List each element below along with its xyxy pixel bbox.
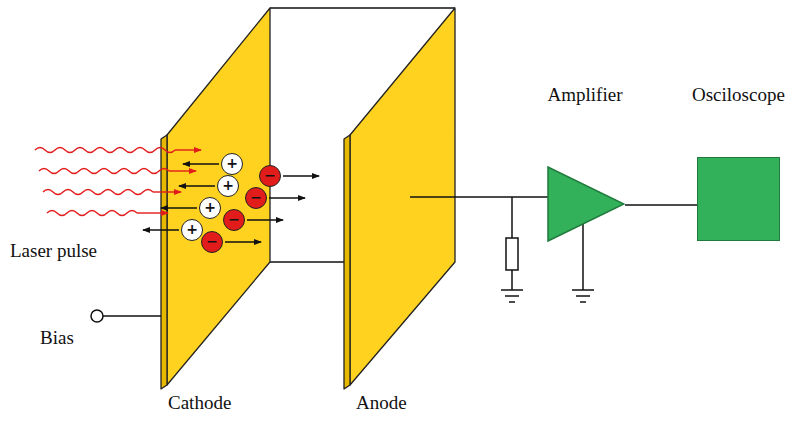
laser-waves (35, 148, 201, 216)
oscilloscope-box (697, 157, 780, 241)
charge-circle: − (259, 165, 281, 187)
bias-label: Bias (40, 327, 74, 349)
bias-terminal (91, 310, 161, 322)
node-text: − (264, 167, 276, 183)
charge-circle: − (223, 209, 245, 231)
charge-circle: + (221, 153, 243, 175)
charge-circle: − (201, 231, 223, 253)
oscilloscope: Osciloscope (692, 84, 789, 244)
node-text: Osciloscope (692, 84, 785, 106)
amplifier-symbol (547, 166, 625, 244)
charge-circle: + (181, 219, 203, 241)
node-text: + (222, 177, 234, 193)
laser-label: Laser pulse (10, 240, 97, 262)
anode-plate (344, 8, 455, 389)
node-text: + (226, 155, 238, 171)
cathode-label: Cathode (168, 392, 231, 414)
node-text: − (250, 189, 262, 205)
charge-circle: + (199, 197, 221, 219)
node-text: + (186, 221, 198, 237)
node-text: Amplifier (548, 84, 623, 106)
anode-label: Anode (356, 392, 407, 414)
amplifier: Amplifier (542, 84, 628, 244)
node-text: − (228, 211, 240, 227)
cathode-plate (161, 8, 270, 389)
node-text: + (204, 199, 216, 215)
charge-circle: − (245, 187, 267, 209)
node-text: − (206, 233, 218, 249)
charge-arrows (143, 164, 319, 242)
charge-circle: + (217, 175, 239, 197)
signal-wire (625, 204, 697, 206)
